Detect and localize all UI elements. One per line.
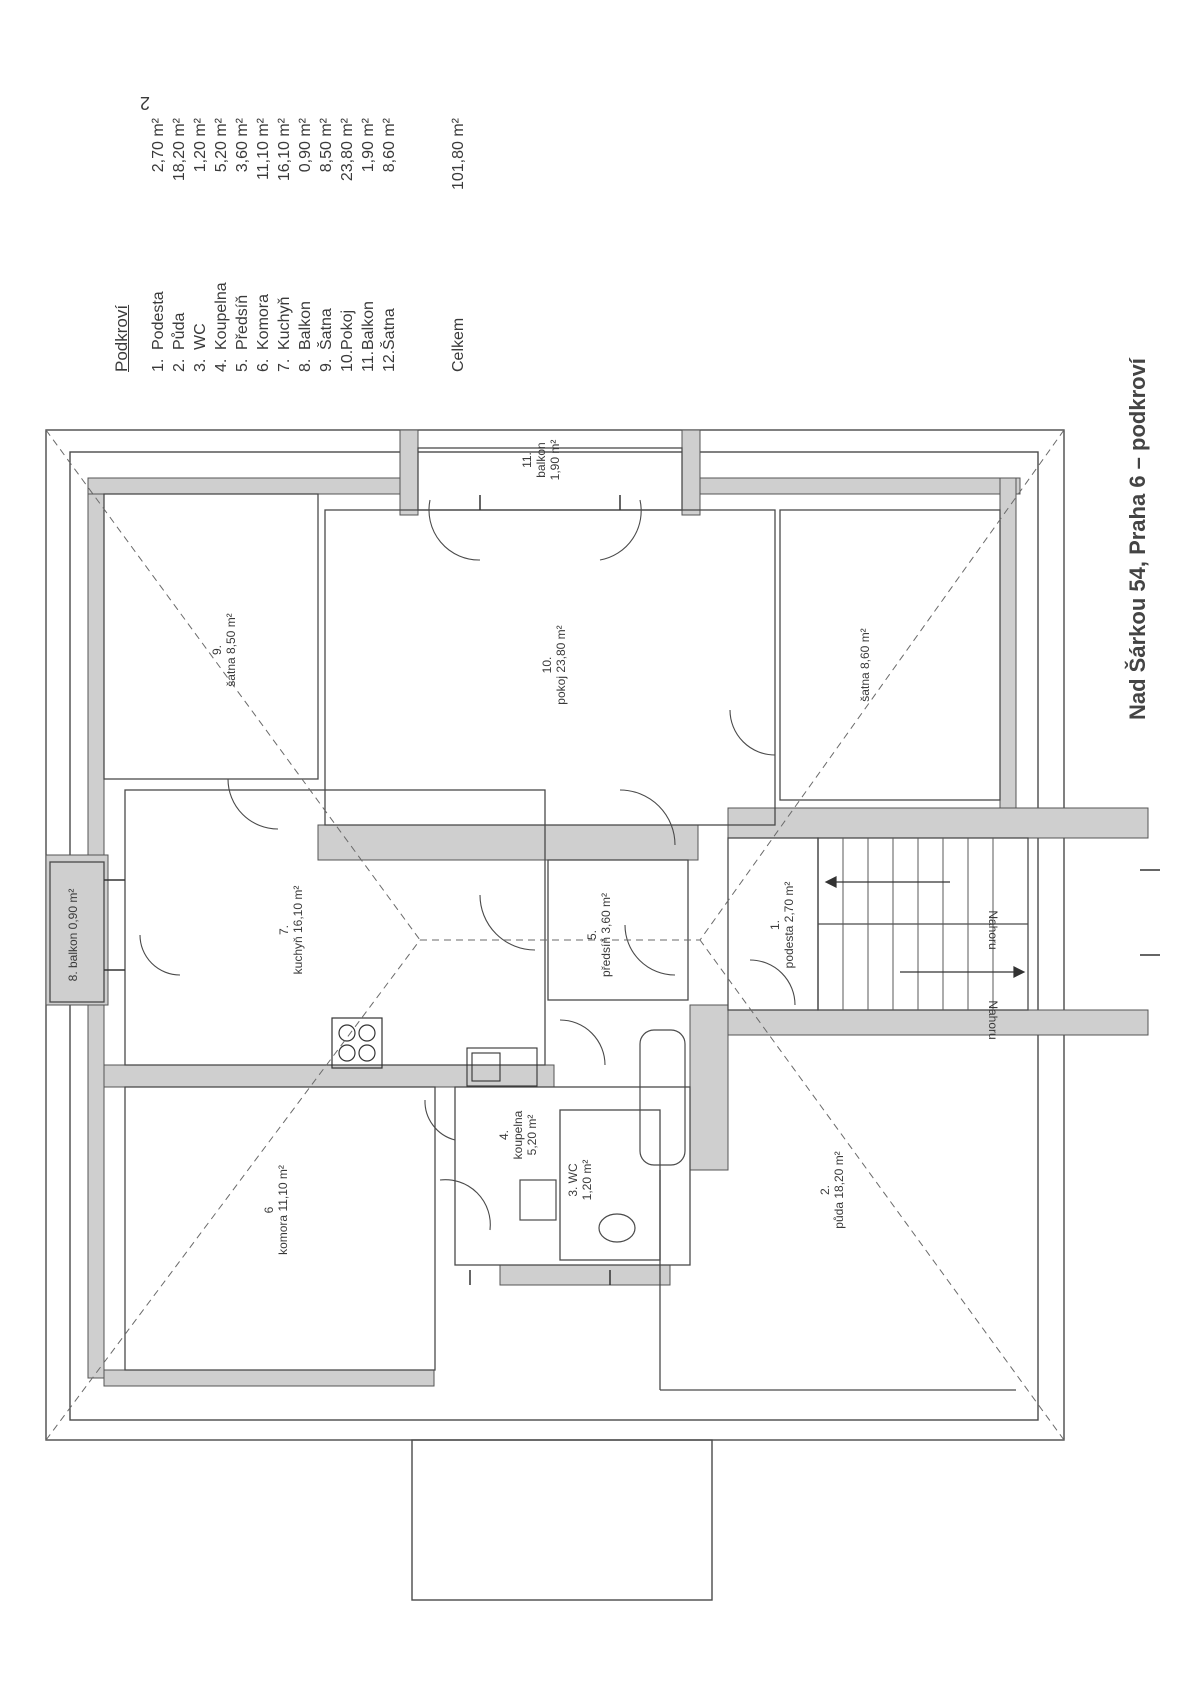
legend-row-number: 8. <box>297 358 314 372</box>
room-predsin-outline <box>547 859 689 1001</box>
legend-row-name: Komora <box>255 293 272 350</box>
legend-total-label: Celkem <box>450 317 467 372</box>
legend-row-number: 1. <box>150 358 167 372</box>
legend-row-area: 1,20 m² <box>192 118 209 173</box>
legend-row-area: 11,10 m² <box>255 118 272 180</box>
wall-bath-right <box>689 1004 729 1171</box>
plan-title: Nad Šárkou 54, Praha 6 – podkroví <box>1125 358 1150 720</box>
wall-balcony8 <box>45 854 109 1006</box>
kitchen-sink <box>466 1047 538 1087</box>
legend-row-area: 8,50 m² <box>318 118 335 173</box>
toilet <box>598 1213 636 1243</box>
room-satna12-outline <box>779 509 1001 801</box>
label-room-7: 7.kuchyň 16,10 m² <box>277 885 305 975</box>
label-room-1: 1.podesta 2,70 m² <box>768 881 796 969</box>
legend-row-name: Šatna <box>318 308 335 350</box>
legend-row-area: 2,70 m² <box>150 118 167 173</box>
legend-row-number: 12. <box>381 349 398 372</box>
legend-row-name: Předsíň <box>234 294 251 350</box>
legend-row-name: Balkon <box>297 301 314 350</box>
legend-row-area: 0,90 m² <box>297 118 314 173</box>
wall-kitchen-bottom <box>103 1064 555 1088</box>
stairs-label-bottom: Nahoru <box>986 1000 1000 1040</box>
legend-row-number: 7. <box>276 358 293 372</box>
room-kitchen-outline <box>124 789 546 1066</box>
label-room-10: 10.pokoj 23,80 m² <box>540 625 568 705</box>
legend-row-name: Koupelna <box>213 282 230 350</box>
legend-row-area: 16,10 m² <box>276 118 293 182</box>
legend-row-name: Šatna <box>381 308 398 350</box>
legend-row-name: Balkon <box>360 301 377 350</box>
label-room-12: šatna 8,60 m² <box>858 628 872 702</box>
label-room-2: 2.půda 18,20 m² <box>818 1151 846 1229</box>
label-room-8: 8. balkon 0,90 m² <box>66 888 80 982</box>
wall-stair-bottom <box>727 1009 1149 1036</box>
room-satna9-outline <box>103 493 319 780</box>
wall-bath-bottom <box>499 1264 671 1286</box>
bathtub <box>639 1029 686 1166</box>
legend-row-name: Pokoj <box>339 309 356 350</box>
wall-komora-bottom <box>103 1369 435 1387</box>
legend-row-area: 18,20 m² <box>171 118 188 182</box>
legend-row-number: 3. <box>192 358 209 372</box>
legend-row-number: 4. <box>213 358 230 372</box>
room-komora-outline <box>124 1086 436 1371</box>
washbasin <box>519 1179 557 1221</box>
legend-row-number: 5. <box>234 358 251 372</box>
label-room-9: 9.šatna 8,50 m² <box>210 613 238 687</box>
legend-row-area: 3,60 m² <box>234 118 251 173</box>
wall-top <box>87 477 419 495</box>
legend-row-area: 5,20 m² <box>213 118 230 173</box>
legend-total-area: 101,80 m² <box>450 118 467 191</box>
legend-row-area: 23,80 m² <box>339 118 356 182</box>
wall-pokoj-bottom <box>317 824 699 861</box>
balcony11-outline <box>417 447 683 511</box>
wall-balcony-top-r <box>681 429 701 516</box>
label-room-5: 5.předsíň 3,60 m² <box>585 892 613 978</box>
legend: Podkroví <box>112 82 132 372</box>
legend-row-number: 6. <box>255 358 272 372</box>
balcony8-outline <box>49 861 105 1003</box>
wall-right <box>999 477 1017 809</box>
legend-row-name: Podesta <box>150 291 167 350</box>
legend-row-name: Kuchyň <box>276 296 293 350</box>
legend-row-area: 8,60 m² <box>381 118 398 173</box>
legend-row-number: 11. <box>360 350 377 372</box>
roof-outline <box>45 429 1065 1441</box>
stairs-label-top: Nahoru <box>986 910 1000 950</box>
legend-row-number: 9. <box>318 358 335 372</box>
legend-heading: Podkroví <box>112 304 131 372</box>
wall-top-right <box>699 477 1021 495</box>
bottom-extension <box>411 1439 713 1601</box>
room-koupelna-outline <box>454 1086 691 1266</box>
wall-balcony-top-l <box>399 429 419 516</box>
legend-row-number: 2. <box>171 358 188 372</box>
legend-row-number: 10. <box>339 349 356 372</box>
legend-row-name: WC <box>192 323 209 350</box>
legend-row-area: 1,90 m² <box>360 118 377 173</box>
legend-row-name: Půda <box>171 312 188 350</box>
stove <box>331 1017 383 1069</box>
